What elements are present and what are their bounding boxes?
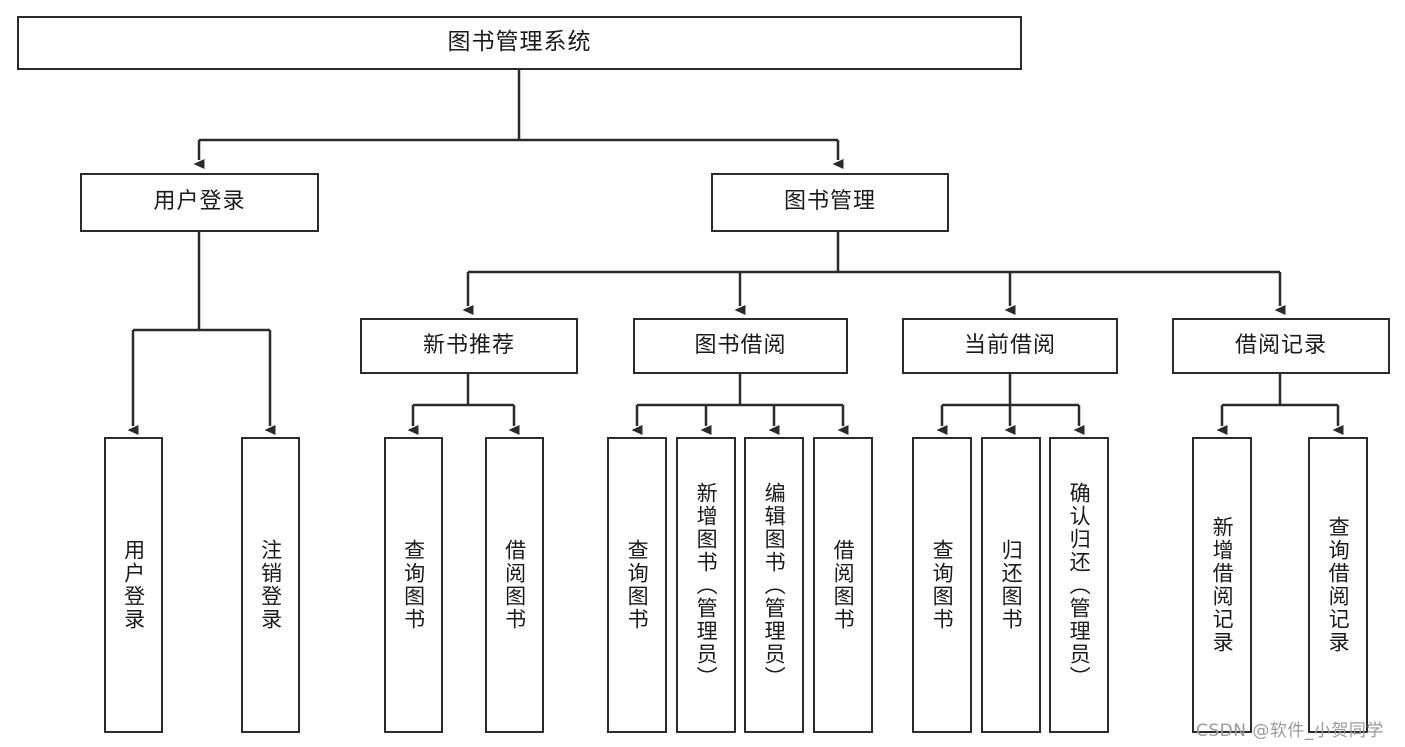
- node-label: 借阅记录: [1234, 332, 1327, 358]
- node-label: 图书借阅: [694, 332, 787, 358]
- node-leaf-record-query-record[interactable]: 查询借阅记录: [1308, 437, 1368, 733]
- node-label: 当前借阅: [963, 332, 1056, 358]
- node-leaf-user-logout[interactable]: 注销登录: [241, 437, 300, 733]
- node-book-management-branch[interactable]: 图书管理: [711, 173, 949, 232]
- node-label: 图书管理系统: [447, 29, 592, 56]
- node-label: 归还图书: [999, 539, 1024, 631]
- node-root-system[interactable]: 图书管理系统: [17, 16, 1022, 70]
- node-label: 新增图书（管理员）: [694, 481, 719, 689]
- node-group-current-borrow[interactable]: 当前借阅: [902, 318, 1118, 374]
- node-leaf-borrow-edit-book-admin[interactable]: 编辑图书（管理员）: [744, 437, 804, 733]
- node-label: 查询图书: [401, 539, 426, 631]
- node-label: 新增借阅记录: [1210, 516, 1235, 654]
- node-label: 新书推荐: [422, 332, 515, 358]
- node-user-login-branch[interactable]: 用户登录: [80, 173, 319, 232]
- node-label: 图书管理: [783, 189, 876, 215]
- node-label: 借阅图书: [502, 539, 527, 631]
- node-label: 确认归还（管理员）: [1067, 481, 1092, 689]
- node-group-new-book-recommend[interactable]: 新书推荐: [360, 318, 578, 374]
- node-group-borrow-record[interactable]: 借阅记录: [1172, 318, 1390, 374]
- node-label: 查询图书: [625, 539, 650, 631]
- node-leaf-newbook-query-book[interactable]: 查询图书: [384, 437, 443, 733]
- node-leaf-borrow-query-book[interactable]: 查询图书: [607, 437, 667, 733]
- node-label: 查询图书: [930, 539, 955, 631]
- node-group-book-borrow[interactable]: 图书借阅: [633, 318, 848, 374]
- node-label: 编辑图书（管理员）: [762, 481, 787, 689]
- node-leaf-borrow-add-book-admin[interactable]: 新增图书（管理员）: [676, 437, 736, 733]
- node-leaf-current-confirm-return-admin[interactable]: 确认归还（管理员）: [1049, 437, 1109, 733]
- node-label: 查询借阅记录: [1326, 516, 1351, 654]
- node-label: 用户登录: [121, 539, 146, 631]
- csdn-watermark: CSDN @软件_小贺同学: [1196, 716, 1384, 741]
- node-label: 用户登录: [153, 189, 246, 215]
- node-leaf-record-add-record[interactable]: 新增借阅记录: [1192, 437, 1252, 733]
- watermark-text: CSDN @软件_小贺同学: [1196, 721, 1384, 741]
- node-leaf-borrow-lend-book[interactable]: 借阅图书: [813, 437, 873, 733]
- node-label: 注销登录: [258, 539, 283, 631]
- node-leaf-user-login[interactable]: 用户登录: [104, 437, 163, 733]
- node-leaf-current-return-book[interactable]: 归还图书: [981, 437, 1041, 733]
- node-leaf-newbook-borrow-book[interactable]: 借阅图书: [485, 437, 544, 733]
- node-label: 借阅图书: [831, 539, 856, 631]
- node-leaf-current-query-book[interactable]: 查询图书: [912, 437, 972, 733]
